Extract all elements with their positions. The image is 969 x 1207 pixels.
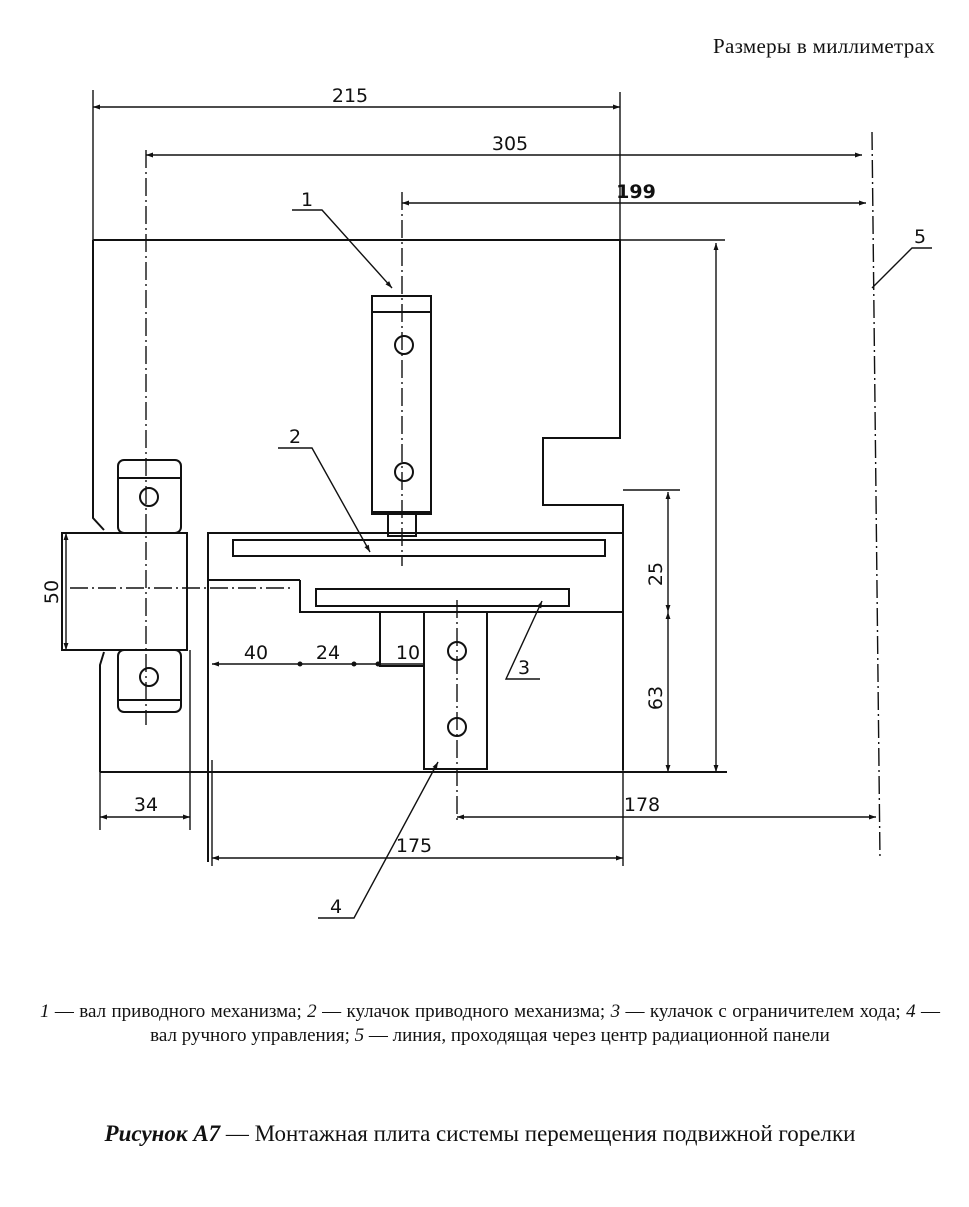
dim-175: 175 <box>396 835 432 857</box>
legend-text-1: — вал приводного механизма; <box>49 1001 308 1022</box>
caption-label: Рисунок А7 <box>104 1121 221 1146</box>
hole-icon <box>394 462 414 482</box>
dim-34: 34 <box>134 794 158 816</box>
manual-shaft-step <box>379 611 425 667</box>
leader-2 <box>278 447 371 553</box>
manual-shaft-block <box>423 611 488 770</box>
leader-1 <box>292 209 393 289</box>
mounting-plate-drawing: 215 305 199 25 63 50 40 24 10 34 178 175… <box>41 85 932 919</box>
figure-caption: Рисунок А7 — Монтажная плита системы пер… <box>40 1120 920 1148</box>
legend-num-2: 2 <box>307 1001 317 1022</box>
hole-icon <box>394 335 414 355</box>
dim-215: 215 <box>332 85 368 107</box>
caption-text: — Монтажная плита системы перемещения по… <box>220 1121 856 1146</box>
figure-legend: 1 — вал приводного механизма; 2 — кулачо… <box>40 1000 940 1048</box>
hole-icon <box>139 667 159 687</box>
stop-cam <box>315 588 570 607</box>
legend-text-3: — кулачок с ограничителем хода; <box>620 1001 907 1022</box>
legend-num-4: 4 <box>906 1001 916 1022</box>
callout-2: 2 <box>289 426 301 448</box>
dim-50: 50 <box>41 580 63 604</box>
left-shaft-lower-block <box>117 649 182 713</box>
stop-bracket <box>299 580 623 613</box>
dim-305: 305 <box>492 133 528 155</box>
leader-3 <box>504 600 543 680</box>
dim-10: 10 <box>396 642 420 664</box>
legend-text-2: — кулачок приводного механизма; <box>316 1001 611 1022</box>
dim-199: 199 <box>616 181 656 203</box>
left-shaft-upper-block <box>117 459 182 534</box>
leader-4 <box>318 761 439 919</box>
dim-40: 40 <box>244 642 268 664</box>
dim-63: 63 <box>645 686 667 710</box>
plate-left-edge-upper <box>92 240 105 531</box>
legend-num-5: 5 <box>354 1025 365 1046</box>
left-shaft-body <box>61 532 188 651</box>
centerline-panel <box>871 131 881 861</box>
dim-25: 25 <box>645 562 667 586</box>
legend-num-3: 3 <box>610 1001 621 1022</box>
legend-text-4: — вал ручного управления; <box>150 1001 940 1046</box>
plate-left-edge-lower <box>99 651 105 772</box>
leader-5 <box>871 247 932 289</box>
units-note: Размеры в миллиметрах <box>712 34 935 58</box>
plate-outline <box>93 239 624 862</box>
drive-cam <box>232 539 606 557</box>
legend-text-5: — линия, проходящая через центр радиацио… <box>364 1025 830 1046</box>
callout-1: 1 <box>301 189 313 211</box>
dim-24: 24 <box>316 642 340 664</box>
legend-num-1: 1 <box>40 1001 50 1022</box>
hole-icon <box>139 487 159 507</box>
callout-4: 4 <box>330 896 342 918</box>
callout-5: 5 <box>914 226 926 248</box>
callout-3: 3 <box>518 657 530 679</box>
dim-178: 178 <box>624 794 660 816</box>
